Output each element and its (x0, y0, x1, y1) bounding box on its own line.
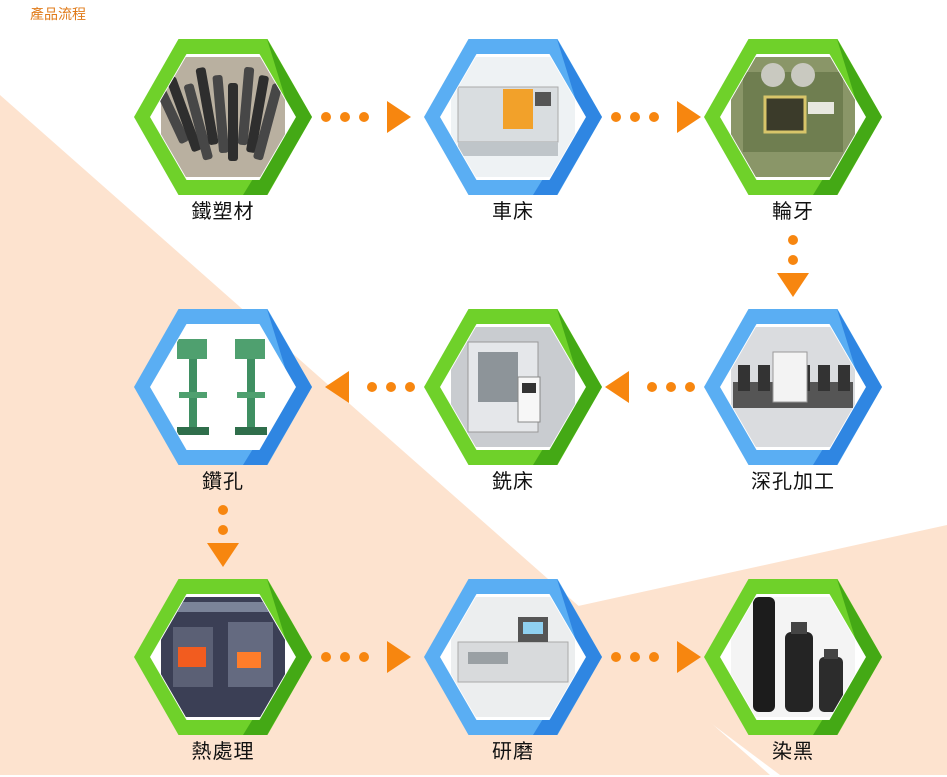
process-step-8: 研磨 (423, 577, 603, 777)
hexagon-shade (813, 309, 882, 465)
process-step-5: 銑床 (423, 307, 603, 507)
thread-rolling-machine-icon (731, 57, 855, 177)
grinding-machine-icon (451, 597, 575, 717)
step-label: 輪牙 (772, 199, 814, 223)
step-label: 鐵塑材 (191, 199, 255, 223)
hexagon-shade (813, 39, 882, 195)
hexagon-shade (813, 579, 882, 735)
step-hexagon (424, 309, 602, 465)
drill-press-icon (161, 327, 285, 447)
step-label: 熱處理 (191, 739, 255, 763)
blackened-parts-icon (731, 597, 855, 717)
step-hexagon (134, 39, 312, 195)
process-step-4: 深孔加工 (703, 307, 883, 507)
deep-hole-machine-icon (731, 327, 855, 447)
hexagon-shade (243, 309, 312, 465)
process-step-7: 熱處理 (133, 577, 313, 777)
step-label: 深孔加工 (751, 469, 835, 493)
process-step-3: 輪牙 (703, 37, 883, 237)
step-label: 銑床 (492, 469, 534, 493)
hexagon-shade (533, 39, 602, 195)
furnace-icon (161, 597, 285, 717)
process-step-6: 鑽孔 (133, 307, 313, 507)
milling-machine-icon (451, 327, 575, 447)
hexagon-shade (533, 309, 602, 465)
step-label: 鑽孔 (202, 469, 244, 493)
step-hexagon (134, 579, 312, 735)
process-step-9: 染黑 (703, 577, 883, 777)
lathe-machine-icon (451, 57, 575, 177)
process-step-2: 車床 (423, 37, 603, 237)
step-hexagon (704, 579, 882, 735)
step-label: 車床 (492, 199, 534, 223)
step-hexagon (704, 39, 882, 195)
hexagon-shade (533, 579, 602, 735)
hexagon-shade (243, 39, 312, 195)
step-hexagon (134, 309, 312, 465)
step-label: 研磨 (492, 739, 534, 763)
step-hexagon (424, 579, 602, 735)
hexagon-shade (243, 579, 312, 735)
process-step-1: 鐵塑材 (133, 37, 313, 237)
step-label: 染黑 (772, 739, 814, 763)
step-hexagon (424, 39, 602, 195)
step-hexagon (704, 309, 882, 465)
page-title: 產品流程 (30, 7, 86, 23)
